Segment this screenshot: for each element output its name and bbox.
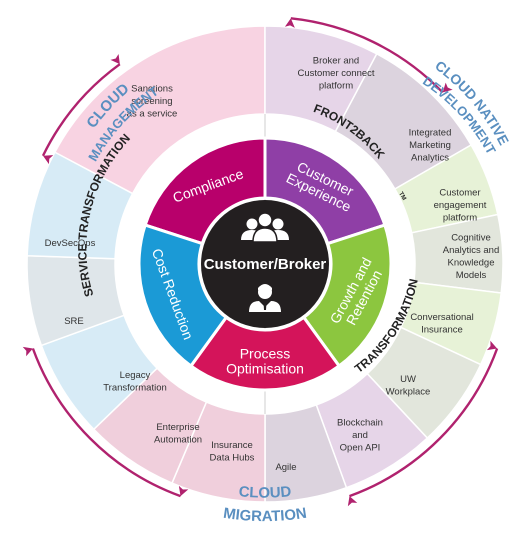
- cloud-migration-label-2: MIGRATION: [222, 505, 308, 525]
- hub-label: Customer/Broker: [204, 256, 327, 273]
- outer-item-line: Analytics: [411, 153, 449, 164]
- arrowhead-mgmt-left: [42, 155, 54, 165]
- agent-icon: [249, 284, 281, 312]
- outer-item-line: Insurance: [421, 324, 463, 335]
- outer-item-line: Workplace: [386, 386, 431, 397]
- outer-item-line: Cognitive: [451, 232, 491, 243]
- outer-item-line: Blockchain: [337, 418, 383, 429]
- cloud-migration-label-1: CLOUD: [238, 483, 292, 501]
- outer-item-devsecops: DevSecOps: [45, 238, 96, 249]
- outer-item-line: Automation: [154, 434, 202, 445]
- outer-item-line: Transformation: [103, 382, 167, 393]
- arrow-left-arc: [31, 348, 181, 498]
- outer-item-line: and: [352, 430, 368, 441]
- hub-circle: [201, 200, 329, 328]
- outer-item-line: Analytics and: [443, 245, 500, 256]
- outer-item-line: Broker and: [313, 56, 359, 67]
- arrow-right-arc: [349, 348, 499, 498]
- arrowhead-native-left: [284, 18, 295, 28]
- outer-item-line: Agile: [275, 462, 296, 473]
- outer-item-line: SRE: [64, 316, 84, 327]
- outer-item-line: Data Hubs: [210, 452, 255, 463]
- outer-item-line: as a service: [127, 109, 178, 120]
- outer-item-line: Marketing: [409, 140, 451, 151]
- outer-item-line: Insurance: [211, 440, 253, 451]
- outer-item-line: Knowledge: [447, 257, 494, 268]
- outer-item-line: Sanctions: [131, 84, 173, 95]
- arrow-mgmt-arc: [41, 63, 121, 157]
- arrowhead-left-top: [22, 346, 33, 357]
- outer-item-line: Customer: [439, 188, 480, 199]
- arrowhead-left-bottom: [178, 485, 189, 497]
- outer-item-line: platform: [319, 81, 353, 92]
- hub: Customer/Broker: [201, 200, 329, 328]
- arrowhead-mgmt-right: [110, 53, 120, 65]
- arrowhead-right-bottom: [347, 496, 358, 507]
- outer-item-line: Legacy: [120, 370, 151, 381]
- outer-item-line: platform: [443, 213, 477, 224]
- outer-item-line: Open API: [340, 443, 381, 454]
- arrowhead-right-top: [486, 340, 498, 351]
- segment-label-line: Optimisation: [226, 361, 304, 377]
- arrowhead-native-right: [442, 82, 453, 93]
- outer-item-agile: Agile: [275, 462, 296, 473]
- trademark-label: TM: [397, 191, 407, 202]
- outer-item-line: Models: [456, 270, 487, 281]
- outer-item-line: Conversational: [410, 312, 473, 323]
- outer-item-line: DevSecOps: [45, 238, 96, 249]
- segment-cost: [137, 223, 229, 369]
- outer-item-line: Customer connect: [297, 68, 374, 79]
- outer-item-line: screening: [131, 96, 172, 107]
- segment-label-line: Process: [240, 346, 291, 362]
- outer-item-sre: SRE: [64, 316, 84, 327]
- outer-item-line: UW: [400, 374, 416, 385]
- arrow-native-arc: [290, 17, 444, 94]
- outer-item-line: engagement: [434, 200, 487, 211]
- outer-item-line: Integrated: [409, 128, 452, 139]
- outer-item-line: Enterprise: [156, 422, 199, 433]
- people-group-icon: [241, 212, 289, 243]
